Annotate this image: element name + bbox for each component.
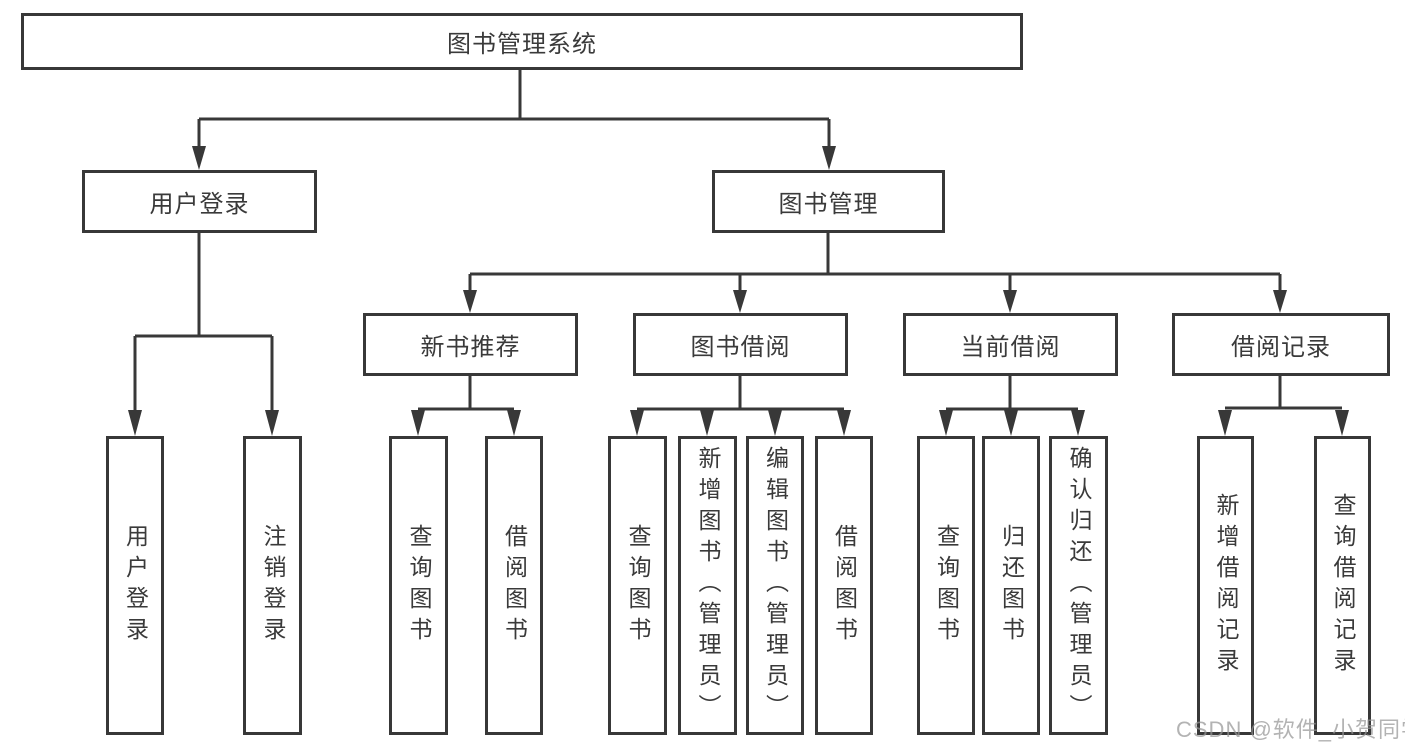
node-user-login: 用户登录 bbox=[82, 170, 317, 233]
node-root-system: 图书管理系统 bbox=[21, 13, 1023, 70]
leaf-user-login: 用户登录 bbox=[106, 436, 164, 735]
leaf-recommend-query-books: 查询图书 bbox=[389, 436, 448, 735]
leaf-edit-books-admin: 编辑图书（管理员） bbox=[746, 436, 804, 735]
node-current-borrow: 当前借阅 bbox=[903, 313, 1118, 376]
leaf-borrow-query-books: 查询图书 bbox=[608, 436, 667, 735]
node-new-book-recommend: 新书推荐 bbox=[363, 313, 578, 376]
leaf-add-books-admin: 新增图书（管理员） bbox=[678, 436, 737, 735]
leaf-add-borrow-record: 新增借阅记录 bbox=[1197, 436, 1254, 735]
arrowheads bbox=[128, 146, 1349, 436]
leaf-borrow-books: 借阅图书 bbox=[815, 436, 873, 735]
leaf-logout: 注销登录 bbox=[243, 436, 302, 735]
leaf-return-books: 归还图书 bbox=[982, 436, 1040, 735]
leaf-recommend-borrow-books: 借阅图书 bbox=[485, 436, 543, 735]
node-book-management: 图书管理 bbox=[712, 170, 945, 233]
node-borrow-records: 借阅记录 bbox=[1172, 313, 1390, 376]
csdn-watermark: CSDN @软件_小贺同学 bbox=[1176, 717, 1405, 742]
leaf-query-borrow-record: 查询借阅记录 bbox=[1314, 436, 1371, 735]
leaf-confirm-return-admin: 确认归还（管理员） bbox=[1049, 436, 1108, 735]
node-book-borrow: 图书借阅 bbox=[633, 313, 848, 376]
leaf-current-query-books: 查询图书 bbox=[917, 436, 975, 735]
